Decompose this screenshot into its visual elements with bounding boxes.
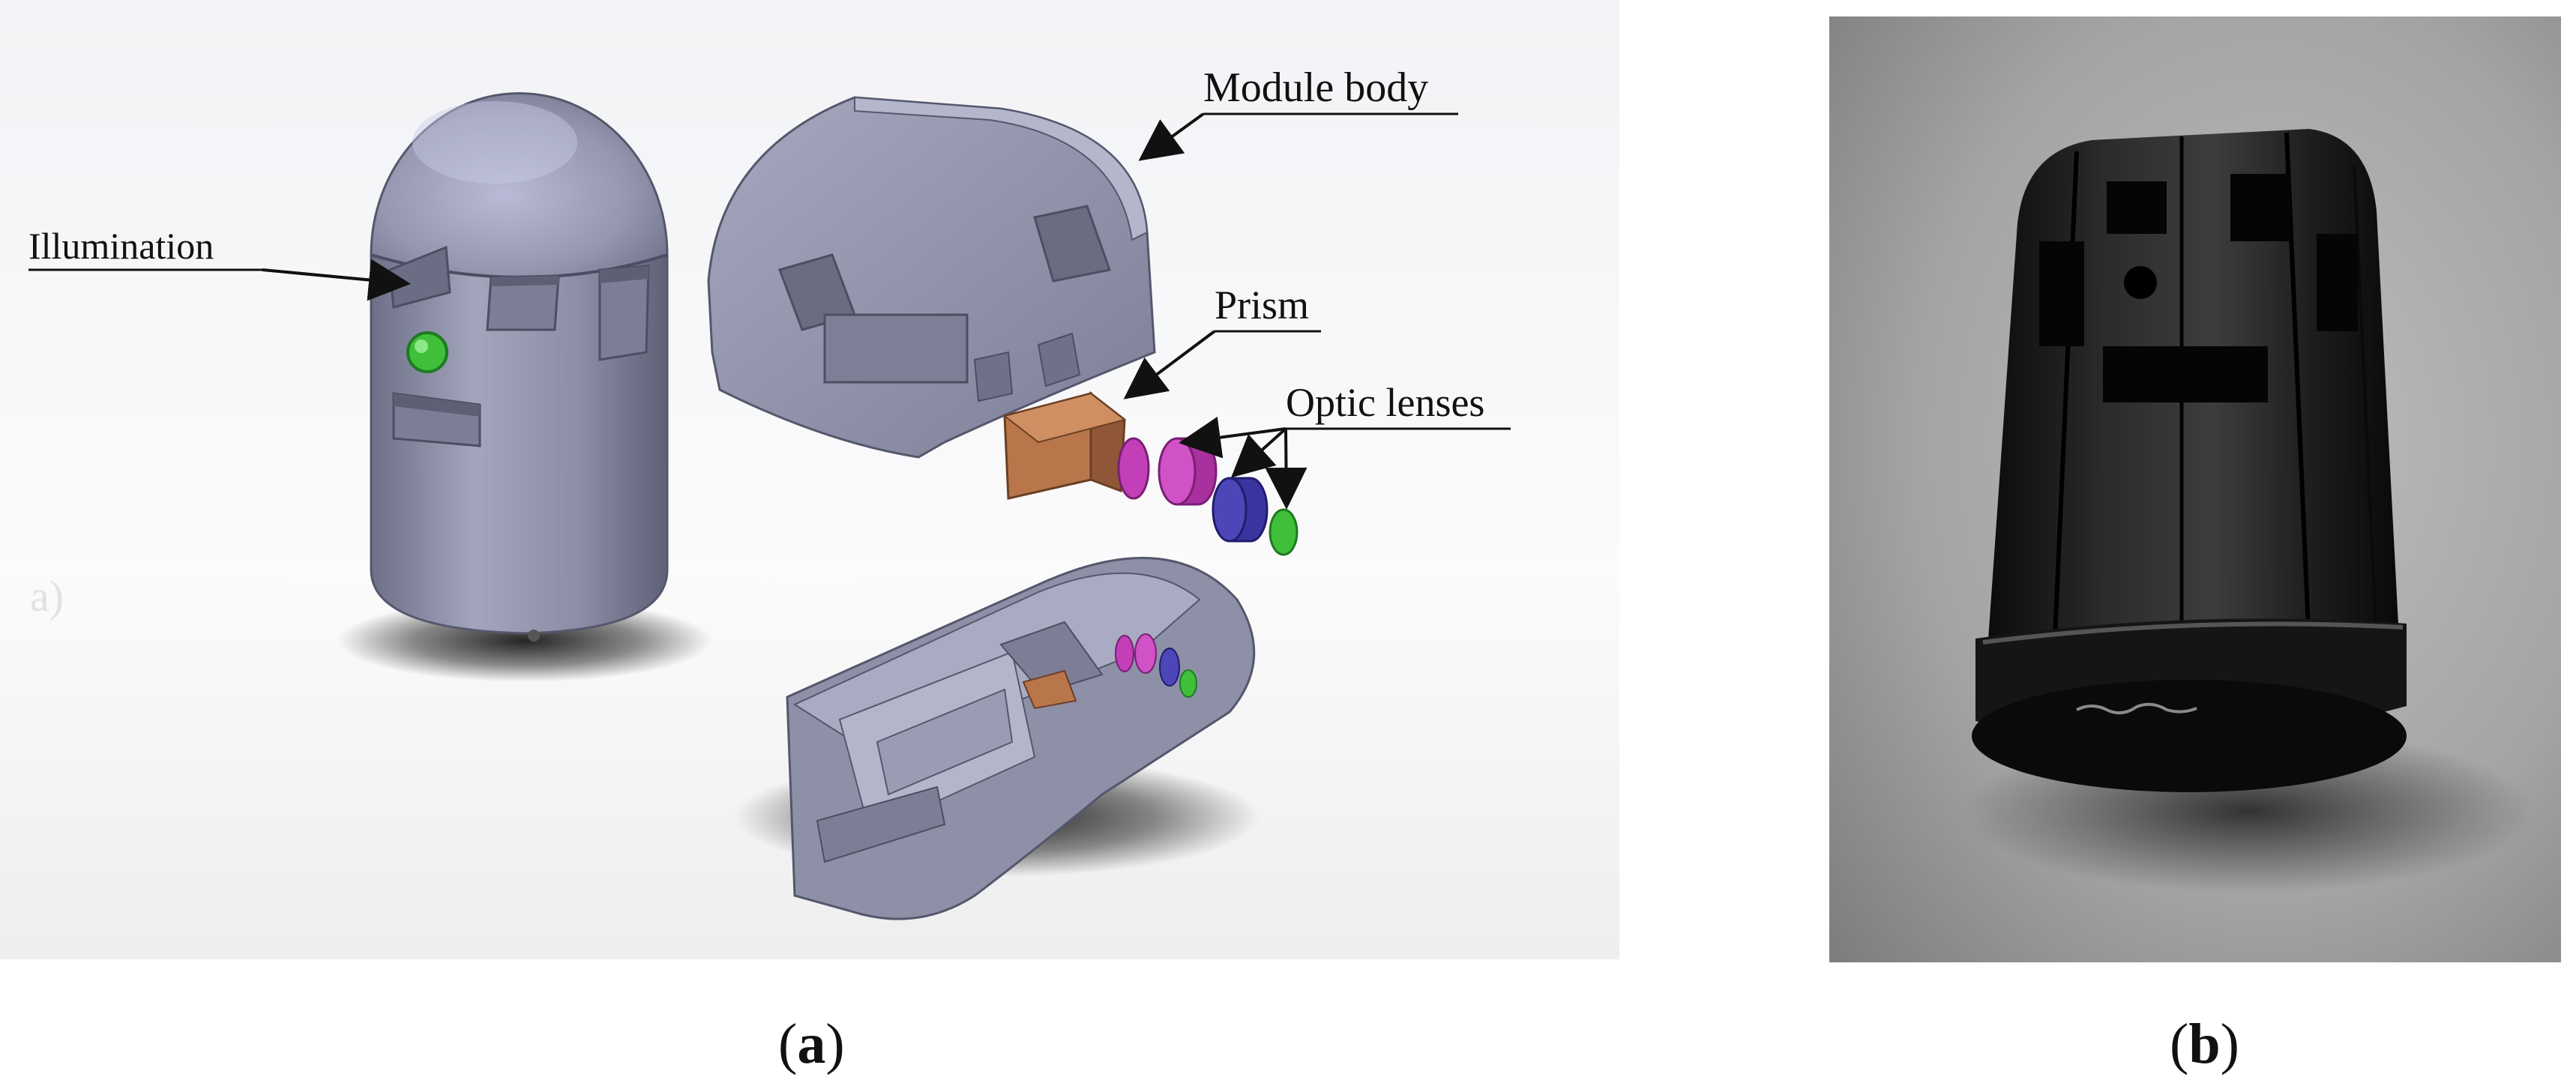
illumination-window-right bbox=[598, 265, 650, 361]
lens-magenta-1 bbox=[1117, 437, 1150, 500]
part-slot bbox=[2103, 346, 2268, 402]
camera-lens-green bbox=[406, 331, 448, 373]
label-optic-lenses: Optic lenses bbox=[1286, 380, 1484, 425]
leader-prism bbox=[1123, 330, 1216, 399]
module-body-shell bbox=[707, 96, 1156, 459]
part-window-top bbox=[2107, 181, 2167, 234]
lens-magenta-2 bbox=[1158, 437, 1197, 506]
module-body-window bbox=[1033, 205, 1111, 283]
label-prism: Prism bbox=[1215, 283, 1309, 328]
lens-blue bbox=[1212, 477, 1248, 543]
leader-lens-green bbox=[1265, 428, 1307, 510]
part-base-face bbox=[1972, 680, 2407, 792]
callouts: Illumination Module body Prism Optic len… bbox=[28, 64, 1511, 510]
caption-a: (a) bbox=[778, 1013, 845, 1076]
dome-highlight bbox=[412, 101, 577, 184]
part-engraving bbox=[2076, 702, 2197, 715]
panel-a-cad-render: a) bbox=[0, 0, 1619, 959]
illumination-window-center bbox=[486, 274, 560, 331]
leader-illumination bbox=[262, 259, 411, 301]
prism-part bbox=[1002, 390, 1127, 500]
assembled-capsule bbox=[337, 91, 712, 682]
watermark-label: a) bbox=[30, 572, 64, 621]
cad-render-svg: a) bbox=[0, 0, 1619, 959]
leader-module-body bbox=[1138, 112, 1205, 161]
part-lens-hole bbox=[2124, 266, 2157, 299]
prism-in-housing bbox=[1022, 669, 1077, 710]
photo-svg bbox=[1829, 16, 2561, 962]
leader-lens-blue bbox=[1231, 427, 1287, 478]
caption-b: (b) bbox=[2170, 1013, 2239, 1076]
lower-shell-cutaway bbox=[735, 556, 1260, 920]
panel-b-photo bbox=[1829, 16, 2561, 962]
part-window-side bbox=[2039, 241, 2084, 346]
lens-green bbox=[1269, 508, 1298, 556]
label-module-body: Module body bbox=[1203, 64, 1428, 111]
label-illumination: Illumination bbox=[28, 225, 214, 267]
